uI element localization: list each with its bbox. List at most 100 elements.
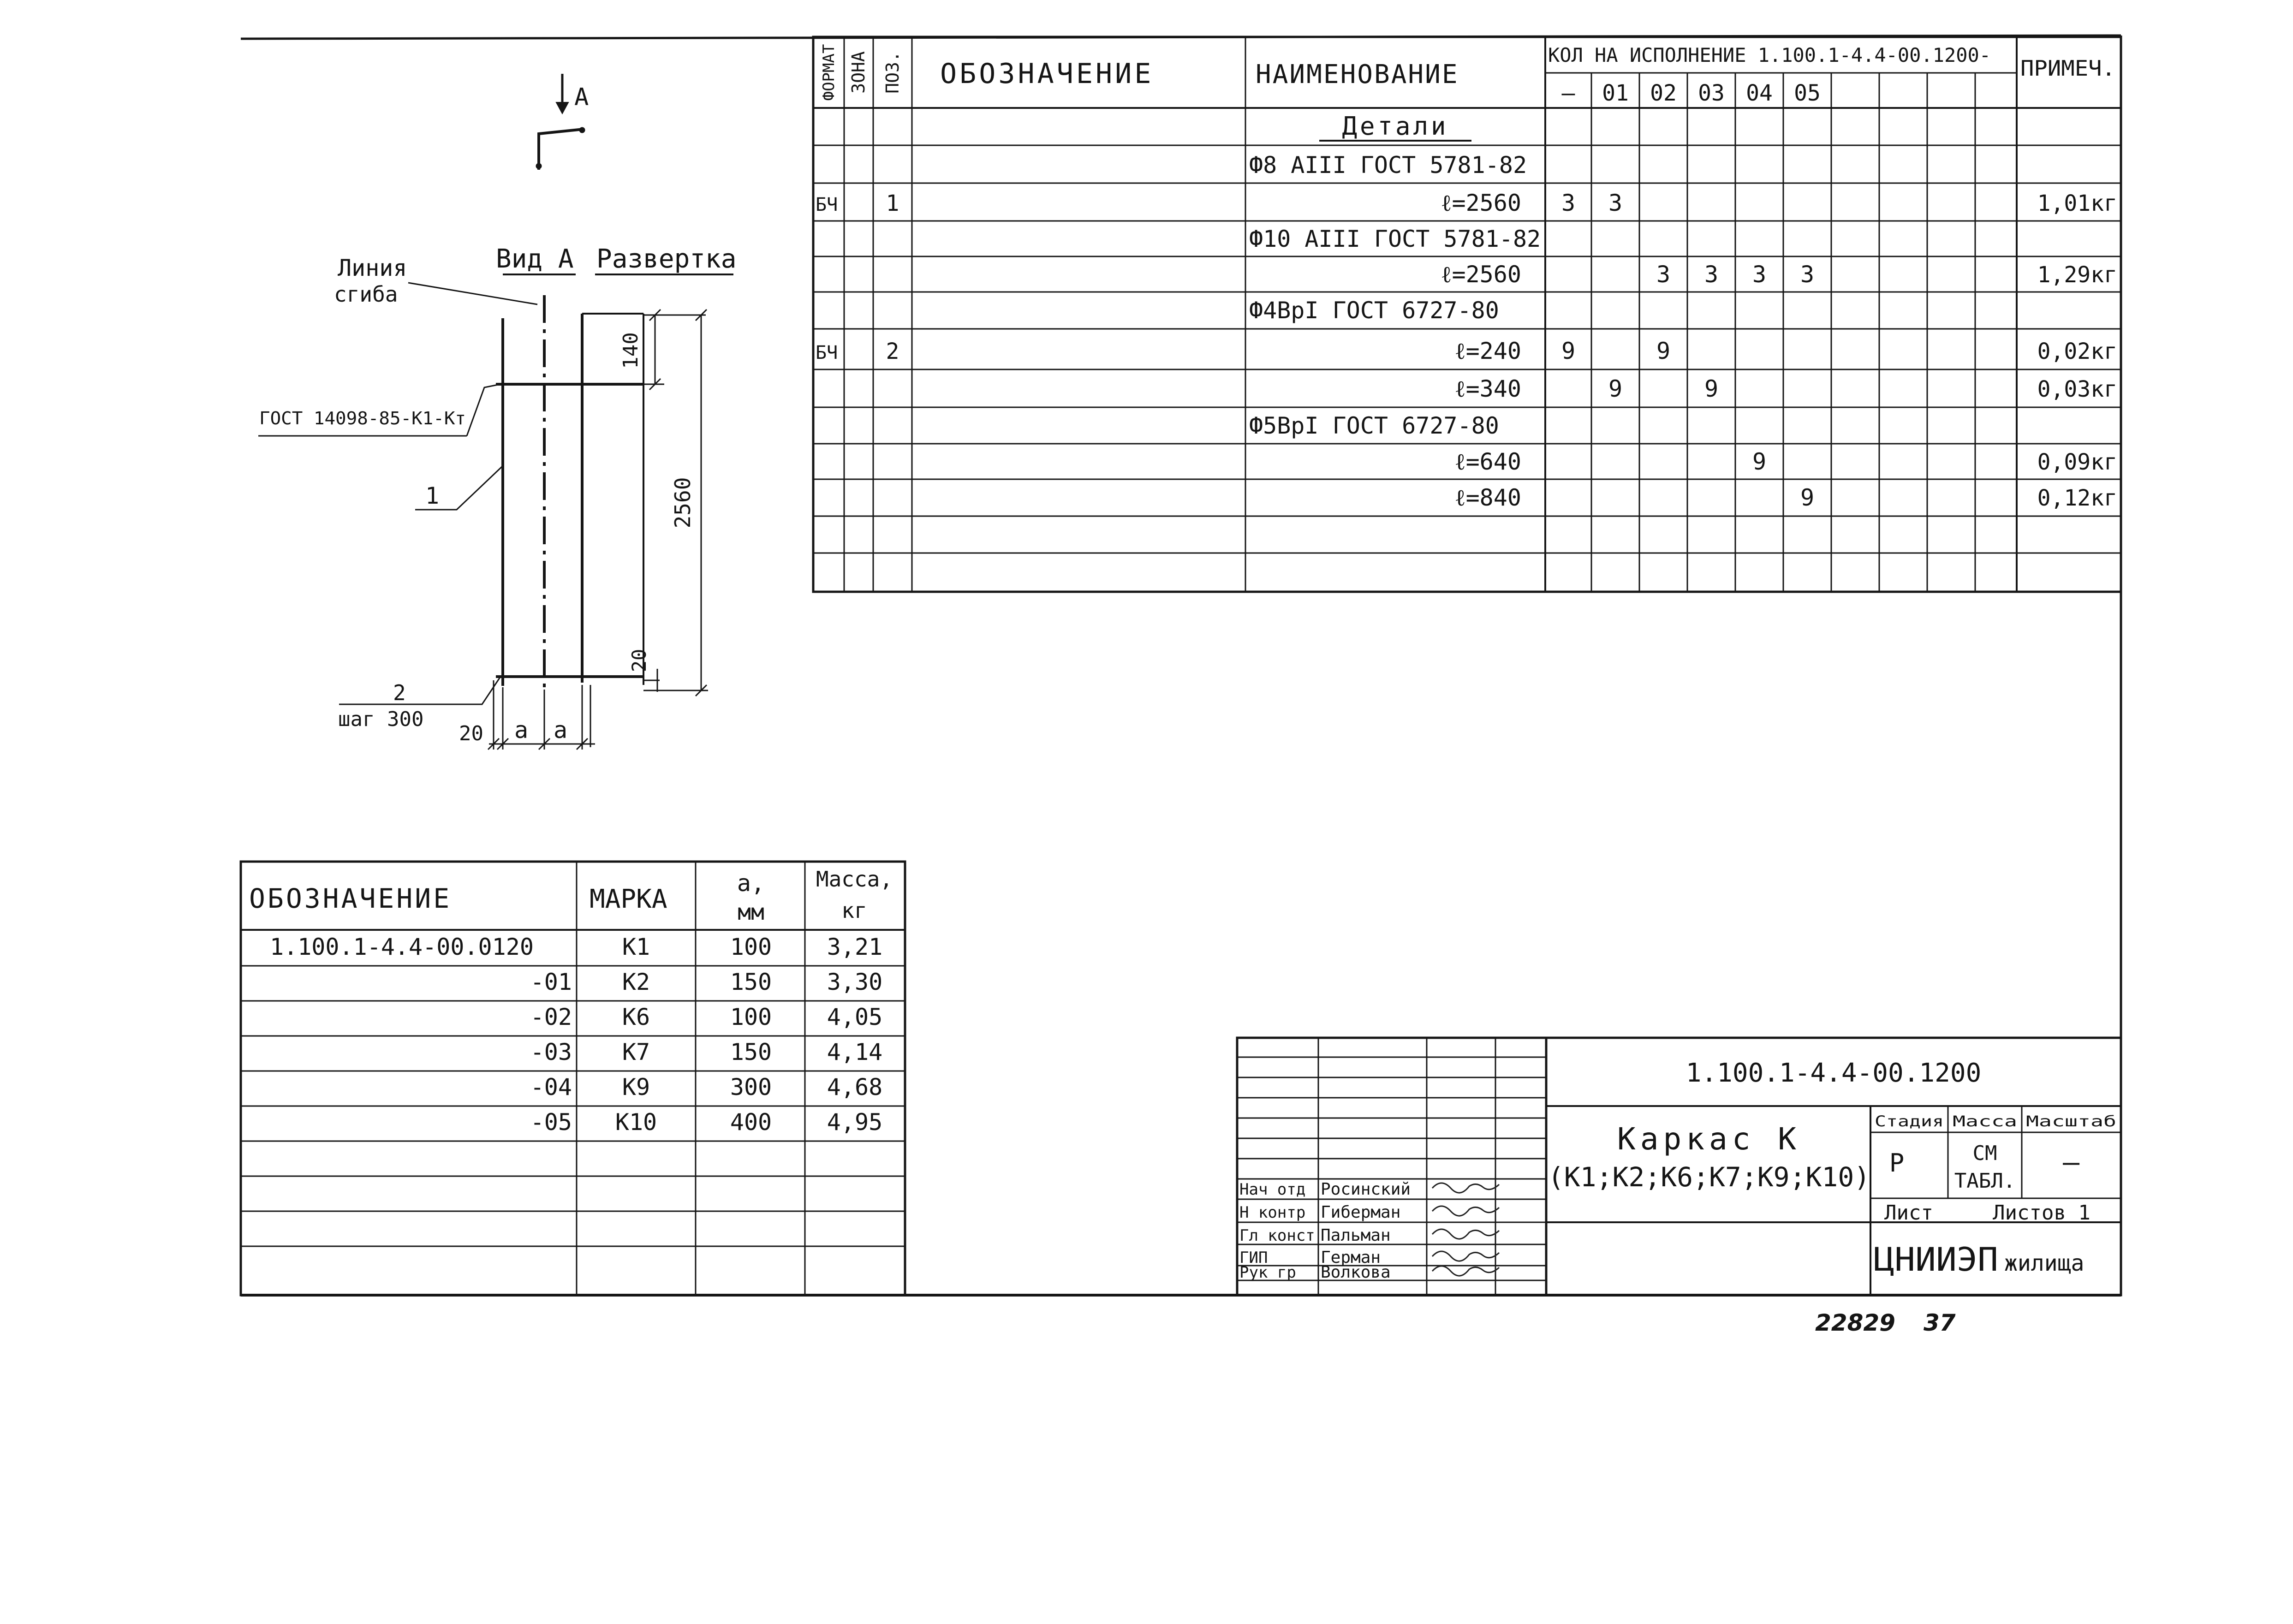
stage-value: Р: [1889, 1148, 1905, 1178]
spec-row-name: ℓ=640: [1455, 448, 1521, 475]
bend-line-label-2: сгиба: [334, 282, 398, 307]
mark-row-designation: -05: [530, 1109, 572, 1136]
spec-row-name: Ф10 АIII ГОСТ 5781-82: [1249, 226, 1541, 252]
spec-table: [812, 36, 2122, 593]
scale-label: Масштаб: [2026, 1112, 2116, 1130]
signature-scribble: [1431, 1250, 1500, 1262]
signature-scribble: [1431, 1205, 1500, 1217]
mark-row-a: 400: [730, 1109, 772, 1136]
mark-header-mass-2: кг: [841, 898, 867, 923]
spec-row-name: Ф5ВрI ГОСТ 6727-80: [1249, 412, 1499, 439]
mark-row-mass: 4,68: [827, 1074, 882, 1101]
signature-name: Гиберман: [1321, 1203, 1400, 1222]
mark-row-designation: -02: [530, 1004, 572, 1030]
spec-row-pos: 2: [886, 339, 899, 364]
development-label: Развертка: [596, 244, 736, 274]
title-block: [1236, 1036, 2122, 1297]
signature-role: Рук гр: [1239, 1263, 1296, 1282]
mark-row-mass: 4,05: [827, 1004, 882, 1030]
sheets-label: Листов 1: [1993, 1201, 2091, 1225]
dim-2560-label: 2560: [670, 477, 695, 529]
mark-row-designation: -01: [530, 969, 572, 995]
dim-a2-label: а: [554, 717, 567, 744]
mark-row-designation: -03: [530, 1039, 572, 1065]
spec-row-format: БЧ: [816, 342, 838, 363]
mass-value-1: СМ: [1973, 1142, 1997, 1165]
spec-row-note: 1,29кг: [2037, 262, 2117, 288]
mark-header-designation: ОБОЗНАЧЕНИЕ: [249, 883, 452, 914]
position-1-label: 1: [425, 482, 439, 509]
mark-row-mark: К2: [622, 969, 650, 995]
title-block-text: 1.100.1-4.4-00.1200 Каркас К (К1;К2;К6;К…: [1239, 1058, 2116, 1282]
signature-name: Пальман: [1321, 1226, 1391, 1245]
signature-role: Нач отд: [1239, 1180, 1305, 1199]
variant-header-5: 05: [1794, 80, 1821, 106]
dim-20-vertical-label: 20: [628, 649, 650, 672]
spec-row-note: 0,02кг: [2037, 339, 2117, 364]
signature-role: ГИП: [1239, 1249, 1268, 1267]
organization-name-2: жилища: [2004, 1250, 2084, 1276]
stage-label: Стадия: [1875, 1112, 1944, 1130]
spec-row-name: ℓ=840: [1455, 484, 1521, 511]
mark-row-a: 300: [730, 1074, 772, 1101]
mark-row-mark: К10: [615, 1109, 657, 1136]
rebar-drawing: [258, 74, 733, 750]
mark-row-a: 150: [730, 1039, 772, 1065]
mark-header-mark: МАРКА: [590, 884, 667, 914]
organization-name-1: ЦНИИЭП: [1874, 1241, 1998, 1279]
spec-row-note: 1,01кг: [2037, 190, 2117, 216]
spec-row-note: 0,09кг: [2037, 449, 2117, 475]
spec-header-note: ПРИМЕЧ.: [2020, 56, 2115, 81]
scale-value: —: [2063, 1146, 2080, 1178]
doc-number: 1.100.1-4.4-00.1200: [1686, 1058, 1982, 1088]
page-number: 37: [1924, 1309, 1956, 1336]
mark-row-mark: К9: [622, 1074, 650, 1101]
footer: 22829 37: [1815, 1309, 1956, 1336]
mark-header-a-1: а,: [737, 870, 765, 897]
spec-row-note: 0,03кг: [2037, 376, 2117, 402]
spec-header-pos: ПОЗ.: [882, 51, 903, 94]
mark-row-a: 150: [730, 969, 772, 995]
signature-scribble: [1431, 1265, 1500, 1277]
mark-table-header: ОБОЗНАЧЕНИЕ МАРКА а, мм Масса, кг: [249, 867, 893, 925]
mark-table: [239, 860, 906, 1297]
mark-row-mass: 3,21: [827, 934, 882, 960]
mass-value-2: ТАБЛ.: [1954, 1169, 2015, 1193]
mark-header-a-2: мм: [738, 899, 764, 925]
signature-name: Волкова: [1321, 1263, 1391, 1282]
signature-scribble: [1431, 1182, 1500, 1194]
spec-row-qty: 3: [1704, 261, 1718, 288]
mark-row-mass: 4,14: [827, 1039, 882, 1065]
mass-label: Масса: [1953, 1112, 2017, 1130]
archive-number: 22829: [1815, 1309, 1895, 1336]
view-a-label: Вид А: [496, 244, 574, 274]
spec-row-qty: 9: [1656, 338, 1670, 364]
dim-20-horizontal-label: 20: [459, 722, 483, 745]
spec-header-qty-group: КОЛ НА ИСПОЛНЕНИЕ 1.100.1-4.4-00.1200-: [1548, 44, 1991, 66]
mark-row-a: 100: [730, 1004, 772, 1030]
mark-row-a: 100: [730, 934, 772, 960]
spec-row-name: ℓ=240: [1455, 338, 1521, 364]
spec-row-name: Ф4ВрI ГОСТ 6727-80: [1249, 297, 1499, 324]
spec-row-name: ℓ=2560: [1441, 190, 1521, 216]
spec-header-name: НАИМЕНОВАНИЕ: [1256, 59, 1459, 89]
spec-row-qty: 9: [1752, 448, 1766, 475]
mark-row-designation: -04: [530, 1074, 572, 1101]
drawing-title-2: (К1;К2;К6;К7;К9;К10): [1548, 1161, 1870, 1193]
signature-name: Герман: [1321, 1248, 1381, 1267]
spec-row-qty: 9: [1561, 338, 1575, 364]
mark-row-designation: 1.100.1-4.4-00.0120: [270, 934, 534, 960]
drawing-title-1: Каркас К: [1617, 1121, 1801, 1157]
spec-row-qty: 3: [1561, 190, 1575, 216]
spec-header-designation: ОБОЗНАЧЕНИЕ: [940, 58, 1154, 90]
variant-header-2: 02: [1650, 80, 1677, 106]
dim-140-label: 140: [619, 332, 643, 369]
signature-name: Росинский: [1321, 1180, 1411, 1199]
spec-row-name: ℓ=340: [1455, 375, 1521, 402]
spec-header-format: ФОРМАТ: [820, 44, 838, 101]
view-marker-label: А: [574, 83, 589, 111]
spec-section-title: Детали: [1319, 112, 1471, 142]
